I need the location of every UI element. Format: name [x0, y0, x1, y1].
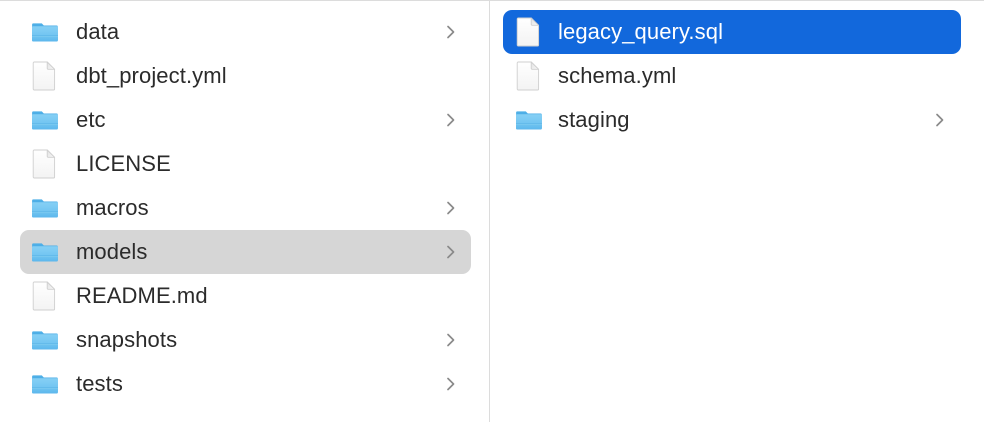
folder-icon: [32, 17, 58, 47]
chevron-right-icon[interactable]: [445, 331, 457, 349]
document-icon: [32, 281, 58, 311]
file-name-label: data: [76, 19, 120, 44]
file-column-2: legacy_query.sql schema.yml staging: [490, 1, 983, 422]
folder-icon: [32, 325, 58, 355]
folder-icon: [32, 105, 58, 135]
chevron-right-icon[interactable]: [445, 111, 457, 129]
chevron-right-icon[interactable]: [445, 243, 457, 261]
chevron-right-icon[interactable]: [445, 199, 457, 217]
file-name-label: staging: [558, 107, 630, 132]
file-name-label: models: [76, 239, 148, 264]
file-name-label: dbt_project.yml: [76, 63, 227, 88]
chevron-right-icon[interactable]: [445, 23, 457, 41]
file-name-label: legacy_query.sql: [558, 19, 724, 44]
file-row-etc[interactable]: etc: [20, 98, 471, 142]
file-name-label: LICENSE: [76, 151, 171, 176]
document-icon: [32, 149, 58, 179]
file-row-models[interactable]: models: [20, 230, 471, 274]
folder-icon: [32, 193, 58, 223]
folder-icon: [516, 105, 542, 135]
file-row-staging[interactable]: staging: [503, 98, 961, 142]
folder-icon: [32, 237, 58, 267]
document-icon: [516, 17, 542, 47]
file-row-legacy-query-sql[interactable]: legacy_query.sql: [503, 10, 961, 54]
file-name-label: schema.yml: [558, 63, 677, 88]
file-row-data[interactable]: data: [20, 10, 471, 54]
chevron-right-icon[interactable]: [934, 111, 946, 129]
chevron-right-icon[interactable]: [445, 375, 457, 393]
file-row-schema-yml[interactable]: schema.yml: [503, 54, 961, 98]
file-name-label: README.md: [76, 283, 208, 308]
file-row-snapshots[interactable]: snapshots: [20, 318, 471, 362]
folder-icon: [32, 369, 58, 399]
file-row-dbt-project-yml[interactable]: dbt_project.yml: [20, 54, 471, 98]
file-row-macros[interactable]: macros: [20, 186, 471, 230]
file-name-label: snapshots: [76, 327, 178, 352]
file-row-readme-md[interactable]: README.md: [20, 274, 471, 318]
file-name-label: etc: [76, 107, 106, 132]
file-row-license[interactable]: LICENSE: [20, 142, 471, 186]
file-row-tests[interactable]: tests: [20, 362, 471, 406]
document-icon: [32, 61, 58, 91]
file-name-label: macros: [76, 195, 149, 220]
file-name-label: tests: [76, 371, 123, 396]
document-icon: [516, 61, 542, 91]
